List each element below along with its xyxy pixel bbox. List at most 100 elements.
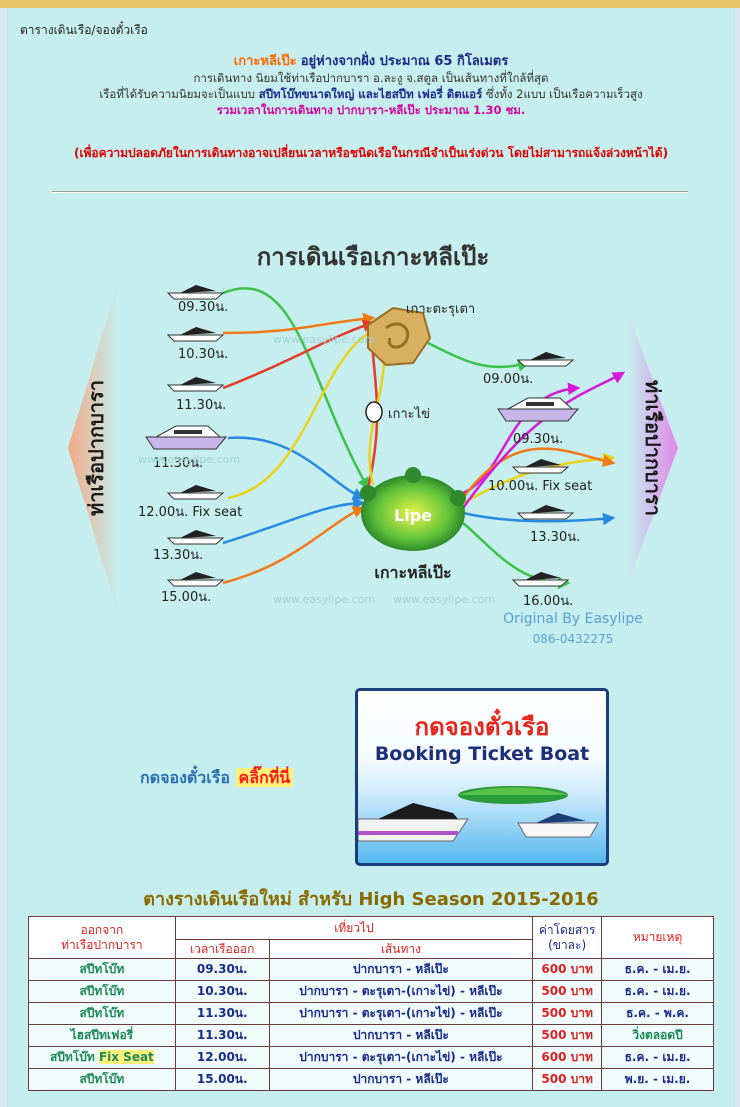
depart-time: 10.30น. — [174, 980, 270, 1003]
return-boats: 09.00น. 09.30น. 10.00น. Fix seat 13.30น. — [483, 352, 592, 609]
fare: 500 บาท — [532, 1024, 603, 1047]
boat-icon — [511, 572, 570, 587]
fix-seat-badge: Fix Seat — [98, 1050, 154, 1064]
khai-label: เกาะไข่ — [388, 406, 430, 422]
outbound-time-4: 11.30น. — [153, 456, 203, 471]
tarutao-island-icon — [367, 306, 432, 367]
boat-icon — [166, 530, 225, 545]
left-pier-label: ท่าเรือปากบารา — [84, 380, 108, 516]
intro-line-3b: สปีทโบ๊ทขนาดใหญ่ และไฮสปีท เฟอรี่ ดิตแอร… — [258, 87, 483, 101]
table-row: สปีทโบ๊ท 09.30น. ปากบารา - หลีเป๊ะ 600 บ… — [28, 958, 714, 981]
return-time-4: 13.30น. — [530, 530, 580, 545]
depart-time: 09.30น. — [174, 958, 270, 981]
table-row: ไฮสปีทเฟอรี่ 11.30น. ปากบารา - หลีเป๊ะ 5… — [28, 1024, 714, 1047]
fare: 600 บาท — [532, 958, 603, 981]
col-header-fare-line1: ค่าโดยสาร — [538, 922, 596, 937]
content-panel: ตารางเดินเรือ/จองตั๋วเรือ เกาะหลีเป๊ะ อย… — [8, 8, 734, 1107]
speedboat-icon — [358, 803, 469, 842]
fare: 600 บาท — [532, 1046, 603, 1069]
route: ปากบารา - ตะรุเตา-(เกาะไข่) - หลีเป๊ะ — [268, 1002, 534, 1025]
left-pier-fan — [68, 283, 118, 613]
route: ปากบารา - หลีเป๊ะ — [268, 1068, 534, 1091]
outbound-time-2: 10.30น. — [178, 347, 228, 362]
fare: 500 บาท — [532, 980, 603, 1003]
right-pier-fan — [628, 313, 678, 583]
right-window-edge — [735, 8, 740, 1107]
table-row: สปีทโบ๊ท 11.30น. ปากบารา - ตะรุเตา-(เกาะ… — [28, 1002, 714, 1025]
banner-title-en: Booking Ticket Boat — [374, 743, 590, 765]
col-header-trip: เที่ยวไป — [174, 916, 534, 940]
col-header-from-line1: ออกจาก — [80, 922, 124, 937]
watermarks: www.easylipe.com www.easylipe.com www.ea… — [138, 333, 495, 606]
note: ธ.ค. - เม.ย. — [601, 1046, 714, 1069]
booking-link-line: กดจองตั๋วเรือ คลิ๊กที่นี่ — [140, 766, 294, 791]
schedule-title: ตางรางเดินเรือใหม่ สำหรับ High Season 20… — [143, 889, 599, 910]
col-header-note: หมายเหตุ — [601, 916, 714, 959]
boat-type: สปีทโบ๊ท — [28, 1002, 176, 1025]
boat-icon — [166, 485, 225, 500]
booking-prefix: กดจองตั๋วเรือ — [140, 768, 230, 787]
outbound-boats: 09.30น. 10.30น. 11.30น. 11.30น. 12.00น. — [138, 285, 242, 605]
map-title: การเดินเรือเกาะหลีเป๊ะ — [257, 243, 490, 271]
return-time-5: 16.00น. — [523, 594, 573, 609]
table-row: สปีทโบ๊ท Fix Seat 12.00น. ปากบารา - ตะรุ… — [28, 1046, 714, 1069]
schedule-table: ออกจาก ท่าเรือปากบารา เที่ยวไป ค่าโดยสาร… — [28, 916, 714, 1091]
return-time-2: 09.30น. — [513, 432, 563, 447]
depart-time: 12.00น. — [174, 1046, 270, 1069]
col-header-fare: ค่าโดยสาร (ขาละ) — [532, 916, 603, 959]
boat-icon — [516, 352, 575, 367]
map-credit: Original By Easylipe — [503, 611, 643, 627]
outbound-time-5: 12.00น. Fix seat — [138, 505, 242, 520]
boat-type-label: สปีทโบ๊ท — [49, 1050, 95, 1064]
outbound-time-7: 15.00น. — [161, 590, 211, 605]
intro-line-3: เรือที่ได้รับความนิยมจะเป็นแบบ สปีทโบ๊ทข… — [8, 86, 734, 102]
egg-icon — [365, 401, 383, 423]
intro-line-2: การเดินทาง นิยมใช้ท่าเรือปากบารา อ.ละงู … — [193, 71, 549, 85]
ferry-icon — [497, 397, 580, 422]
col-header-fare-line2: (ขาละ) — [548, 937, 587, 952]
watermark: www.easylipe.com — [273, 593, 375, 606]
route: ปากบารา - ตะรุเตา-(เกาะไข่) - หลีเป๊ะ — [268, 1046, 534, 1069]
note: ธ.ค. - เม.ย. — [601, 980, 714, 1003]
outbound-time-6: 13.30น. — [153, 548, 203, 563]
top-decor-strip — [0, 0, 740, 8]
distance-text: อยู่ห่างจากฝั่ง ประมาณ 65 กิโลเมตร — [300, 54, 509, 69]
route-map: การเดินเรือเกาะหลีเป๊ะ ท่าเรือปากบารา ท่… — [68, 243, 678, 646]
depart-time: 15.00น. — [174, 1068, 270, 1091]
col-header-depart: เวลาเรือออก — [174, 939, 270, 959]
boat-type: สปีทโบ๊ท — [28, 958, 176, 981]
table-row: สปีทโบ๊ท 15.00น. ปากบารา - หลีเป๊ะ 500 บ… — [28, 1068, 714, 1091]
boat-icon — [166, 377, 225, 392]
return-time-3: 10.00น. Fix seat — [488, 479, 592, 494]
table-header-row: ออกจาก ท่าเรือปากบารา เที่ยวไป ค่าโดยสาร… — [28, 916, 714, 959]
depart-time: 11.30น. — [174, 1002, 270, 1025]
note: วิ่งตลอดปี — [601, 1024, 714, 1047]
table-subheader-row: เวลาเรือออก เส้นทาง — [29, 939, 714, 959]
intro-text: เกาะหลีเป๊ะ อยู่ห่างจากฝั่ง ประมาณ 65 กิ… — [8, 54, 734, 118]
watermark: www.easylipe.com — [138, 453, 240, 466]
lipe-label: Lipe — [394, 506, 432, 525]
watermark: www.easylipe.com — [273, 333, 375, 346]
return-time-1: 09.00น. — [483, 372, 533, 387]
table-row: สปีทโบ๊ท 10.30น. ปากบารา - ตะรุเตา-(เกาะ… — [28, 980, 714, 1003]
note: ธ.ค. - พ.ค. — [601, 1002, 714, 1025]
divider — [52, 191, 688, 192]
fare: 500 บาท — [532, 1002, 603, 1025]
intro-line-1: เกาะหลีเป๊ะ อยู่ห่างจากฝั่ง ประมาณ 65 กิ… — [8, 54, 734, 70]
boat-type: สปีทโบ๊ท — [28, 980, 176, 1003]
booking-banner[interactable]: กดจองตั๋วเรือ Booking Ticket Boat — [355, 688, 609, 866]
depart-time: 11.30น. — [174, 1024, 270, 1047]
booking-cta-link[interactable]: คลิ๊กที่นี่ — [235, 768, 294, 787]
boat-icon — [516, 505, 575, 520]
left-window-edge — [0, 8, 7, 1107]
intro-line-3a: เรือที่ได้รับความนิยมจะเป็นแบบ — [99, 87, 256, 101]
boat-icon — [166, 285, 225, 300]
outbound-time-1: 09.30น. — [178, 300, 228, 315]
map-phone: 086-0432275 — [533, 632, 614, 646]
boat-type: ไฮสปีทเฟอรี่ — [28, 1024, 176, 1047]
outbound-time-3: 11.30น. — [176, 398, 226, 413]
route: ปากบารา - หลีเป๊ะ — [268, 958, 534, 981]
travel-time: รวมเวลาในการเดินทาง ปากบารา-หลีเป๊ะ ประม… — [216, 103, 526, 117]
section-title: ตารางเดินเรือ/จองตั๋วเรือ — [20, 23, 148, 37]
safety-warning: (เพื่อความปลอดภัยในการเดินทางอาจเปลี่ยนเ… — [73, 146, 669, 160]
